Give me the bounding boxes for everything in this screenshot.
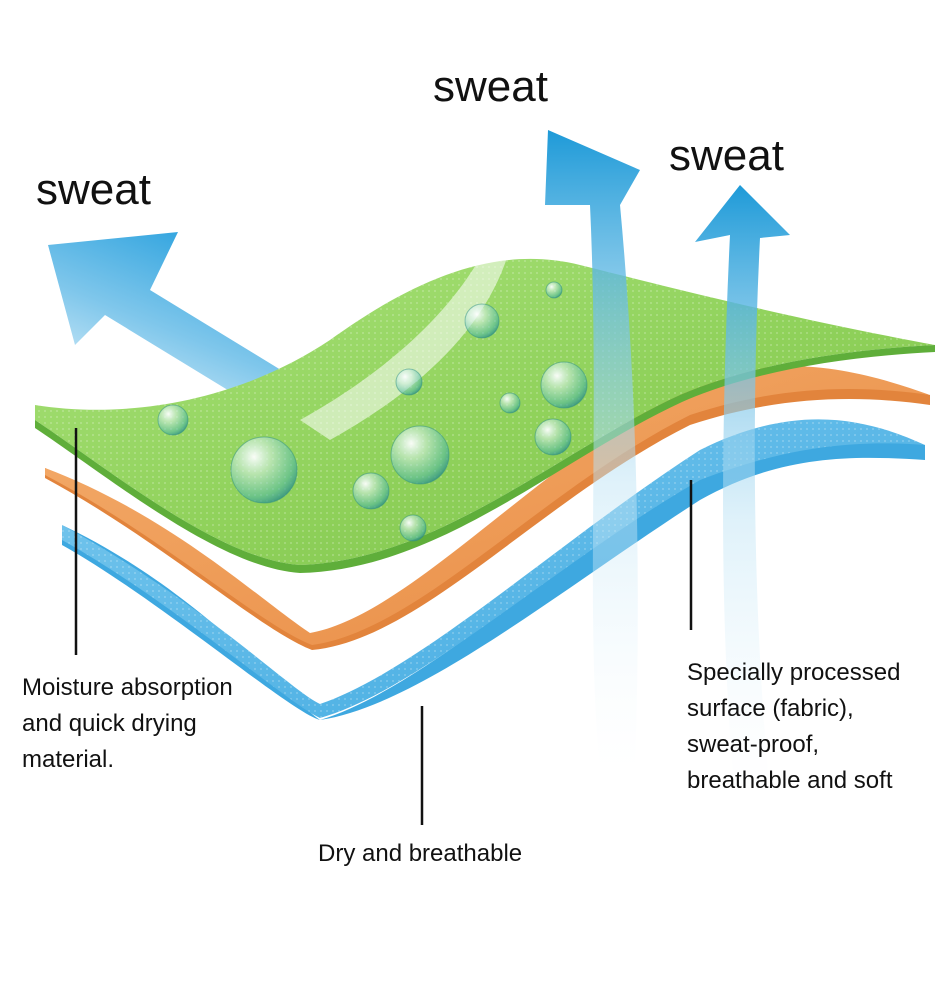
callout-line: Moisture absorption	[22, 670, 233, 706]
water-droplet-icon	[400, 515, 426, 541]
water-droplet-icon	[158, 405, 188, 435]
water-droplet-icon	[541, 362, 587, 408]
water-droplet-icon	[353, 473, 389, 509]
callout-line: surface (fabric),	[687, 691, 900, 727]
sweat-label-right: sweat	[669, 134, 784, 178]
water-droplet-icon	[500, 393, 520, 413]
callout-line: material.	[22, 742, 233, 778]
callout-moisture-absorption: Moisture absorption and quick drying mat…	[22, 670, 233, 778]
callout-line: sweat-proof,	[687, 727, 900, 763]
water-droplet-icon	[465, 304, 499, 338]
water-droplet-icon	[535, 419, 571, 455]
water-droplet-icon	[391, 426, 449, 484]
callout-specially-processed: Specially processed surface (fabric), sw…	[687, 655, 900, 799]
water-droplet-icon	[231, 437, 297, 503]
callout-dry-breathable: Dry and breathable	[318, 836, 522, 872]
callout-line: Specially processed	[687, 655, 900, 691]
sweat-label-left: sweat	[36, 168, 151, 212]
callout-line: Dry and breathable	[318, 836, 522, 872]
callout-line: breathable and soft	[687, 763, 900, 799]
sweat-label-center: sweat	[433, 65, 548, 109]
water-droplet-icon	[396, 369, 422, 395]
water-droplet-icon	[546, 282, 562, 298]
callout-line: and quick drying	[22, 706, 233, 742]
